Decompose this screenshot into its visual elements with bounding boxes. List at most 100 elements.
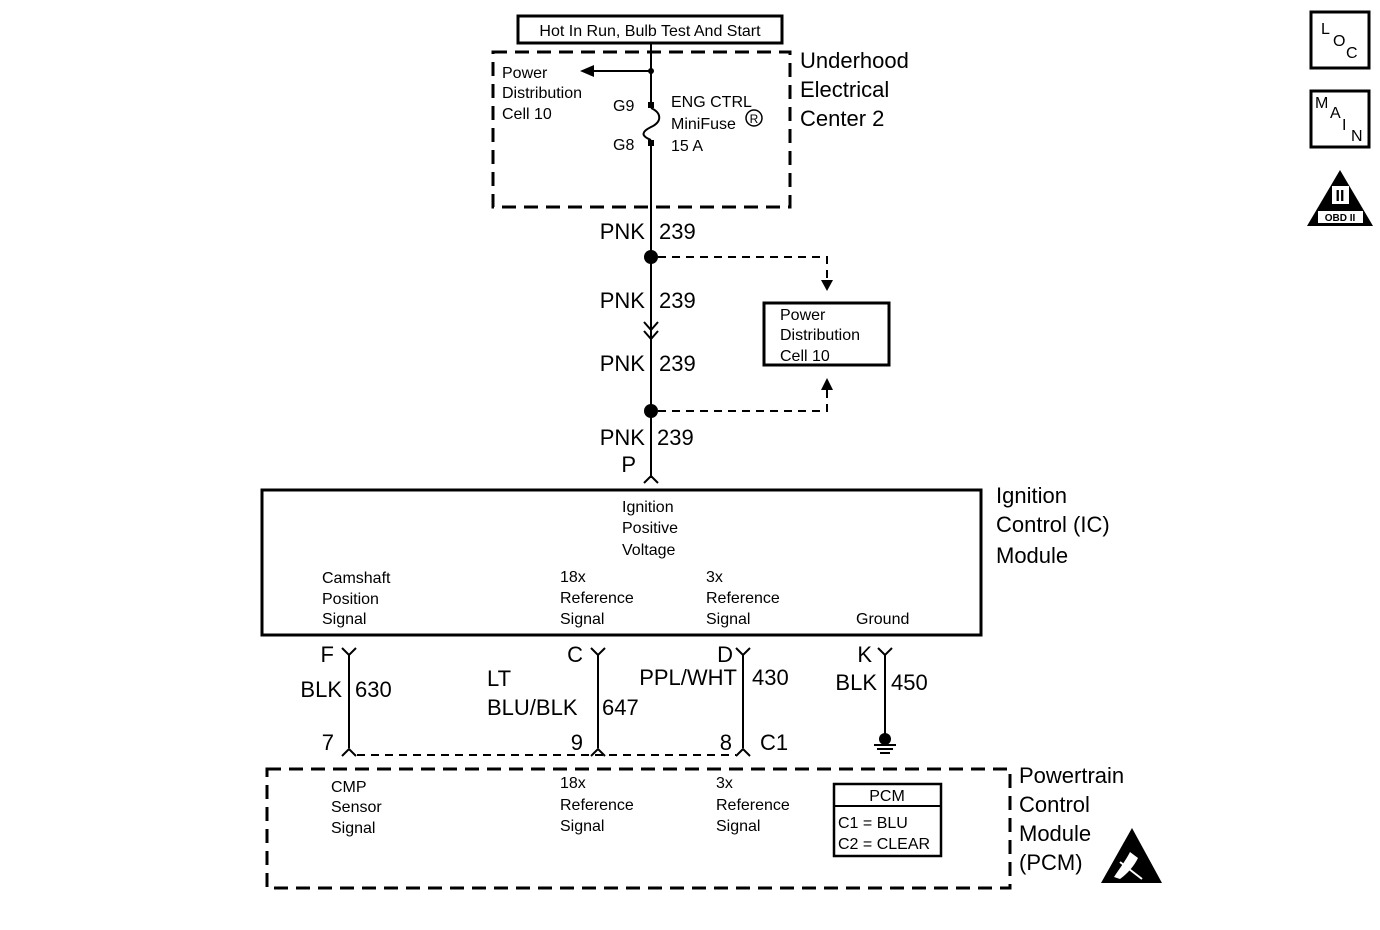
svg-text:15 A: 15 A xyxy=(671,138,703,155)
legend-title: PCM xyxy=(869,788,905,805)
wire-label-2: PNK 239 xyxy=(600,288,696,313)
wire-430: D PPL/WHT 430 8 C1 xyxy=(639,642,789,757)
pcm-pin-9: 9 xyxy=(571,730,583,755)
svg-text:PNK: PNK xyxy=(600,219,646,244)
main-icon-i: I xyxy=(1342,117,1346,134)
splice-upper xyxy=(644,250,658,264)
svg-text:239: 239 xyxy=(659,288,696,313)
ic-ref3-label: 3x Reference Signal xyxy=(706,569,780,628)
main-icon-m: M xyxy=(1315,95,1328,112)
svg-text:Module: Module xyxy=(996,543,1068,568)
pin-f: F xyxy=(321,642,334,667)
power-distribution-label: Power Distribution Cell 10 xyxy=(780,307,860,365)
loc-icon-o: O xyxy=(1333,33,1345,50)
pd-link-lower-arrow xyxy=(821,378,833,390)
pcm-ref18-label: 18x Reference Signal xyxy=(560,775,634,835)
connector-c1: C1 xyxy=(760,730,788,755)
svg-text:Powertrain: Powertrain xyxy=(1019,763,1124,788)
svg-text:P: P xyxy=(621,452,636,477)
svg-text:Reference: Reference xyxy=(716,797,790,814)
pd-link-lower xyxy=(658,389,828,412)
svg-text:Camshaft: Camshaft xyxy=(322,570,391,587)
loc-icon-c: C xyxy=(1346,45,1358,62)
svg-text:Reference: Reference xyxy=(560,797,634,814)
svg-text:PNK: PNK xyxy=(600,351,646,376)
svg-text:Cell 10: Cell 10 xyxy=(502,106,552,123)
svg-text:R: R xyxy=(750,112,759,126)
registered-icon xyxy=(745,109,763,127)
main-icon-n: N xyxy=(1351,128,1363,145)
svg-text:CMP: CMP xyxy=(331,779,367,796)
esd-sensitive-icon[interactable] xyxy=(1101,828,1162,883)
svg-text:MiniFuse: MiniFuse xyxy=(671,116,736,133)
fuse-label: ENG CTRL MiniFuse 15 A R xyxy=(671,94,763,155)
pin-d: D xyxy=(717,642,733,667)
svg-text:18x: 18x xyxy=(560,569,586,586)
main-icon-a: A xyxy=(1330,105,1341,122)
svg-text:Reference: Reference xyxy=(706,590,780,607)
svg-text:Signal: Signal xyxy=(560,818,604,835)
pd-link-upper xyxy=(658,256,828,280)
uec-name: Underhood Electrical Center 2 xyxy=(800,48,909,131)
pcm-pin-7: 7 xyxy=(322,730,334,755)
pin-c: C xyxy=(567,642,583,667)
pcm-name: Powertrain Control Module (PCM) xyxy=(1019,763,1124,875)
svg-text:(PCM): (PCM) xyxy=(1019,850,1083,875)
pcm-box[interactable] xyxy=(265,767,1012,890)
svg-text:PNK: PNK xyxy=(600,288,646,313)
svg-text:Distribution: Distribution xyxy=(502,85,582,102)
wire-630-circuit: 630 xyxy=(355,677,392,702)
ic-ground-label: Ground xyxy=(856,611,909,628)
svg-text:ENG CTRL: ENG CTRL xyxy=(671,94,752,111)
svg-text:Reference: Reference xyxy=(560,590,634,607)
wire-430-color: PPL/WHT xyxy=(639,665,737,690)
ground-point xyxy=(879,733,891,745)
svg-text:PNK: PNK xyxy=(600,425,646,450)
svg-text:Signal: Signal xyxy=(716,818,760,835)
wire-label-4: PNK 239 P xyxy=(600,425,694,477)
wire-630-color: BLK xyxy=(300,677,342,702)
loc-icon-l: L xyxy=(1321,21,1330,38)
pcm-pin-8: 8 xyxy=(720,730,732,755)
svg-text:Voltage: Voltage xyxy=(622,542,675,559)
inline-connector-icon xyxy=(643,321,659,341)
pin-g9: G9 xyxy=(613,98,634,115)
ic-module-name: Ignition Control (IC) Module xyxy=(996,483,1110,568)
pd-link-upper-arrow xyxy=(821,280,833,291)
ic-module-box[interactable] xyxy=(260,488,983,637)
obd-icon-label: OBD II xyxy=(1325,213,1356,224)
wire-430-circuit: 430 xyxy=(752,665,789,690)
svg-text:Positive: Positive xyxy=(622,520,678,537)
svg-text:Control (IC): Control (IC) xyxy=(996,512,1110,537)
svg-text:Ignition: Ignition xyxy=(622,499,674,516)
splice-lower xyxy=(644,404,658,418)
power-distribution-box[interactable] xyxy=(762,301,891,367)
wire-450: K BLK 450 xyxy=(835,642,928,754)
svg-text:Position: Position xyxy=(322,591,379,608)
svg-text:Distribution: Distribution xyxy=(780,327,860,344)
wire-630: F BLK 630 7 xyxy=(300,642,392,757)
obd-ii-icon[interactable]: II OBD II xyxy=(1307,170,1373,226)
svg-text:Signal: Signal xyxy=(560,611,604,628)
ic-cam-label: Camshaft Position Signal xyxy=(322,570,391,628)
main-icon[interactable]: M A I N xyxy=(1309,89,1371,149)
loc-icon[interactable]: L O C xyxy=(1309,10,1371,70)
wire-450-color: BLK xyxy=(835,670,877,695)
fuse-terminal-g9 xyxy=(648,102,654,108)
uec-power-distribution-label: Power Distribution Cell 10 xyxy=(502,65,582,123)
svg-text:Ignition: Ignition xyxy=(996,483,1067,508)
svg-text:Underhood: Underhood xyxy=(800,48,909,73)
svg-text:Center 2: Center 2 xyxy=(800,106,884,131)
svg-text:Power: Power xyxy=(780,307,826,324)
pd-arrow-head xyxy=(580,65,594,77)
legend-row-c2: C2 = CLEAR xyxy=(838,836,930,853)
title-label: Hot In Run, Bulb Test And Start xyxy=(539,23,761,40)
ic-ref18-label: 18x Reference Signal xyxy=(560,569,634,628)
pcm-ref3-label: 3x Reference Signal xyxy=(716,775,790,835)
pin-g8: G8 xyxy=(613,137,634,154)
svg-text:Sensor: Sensor xyxy=(331,799,382,816)
svg-text:3x: 3x xyxy=(716,775,733,792)
wire-647-color-2: BLU/BLK xyxy=(487,695,578,720)
svg-text:Power: Power xyxy=(502,65,548,82)
